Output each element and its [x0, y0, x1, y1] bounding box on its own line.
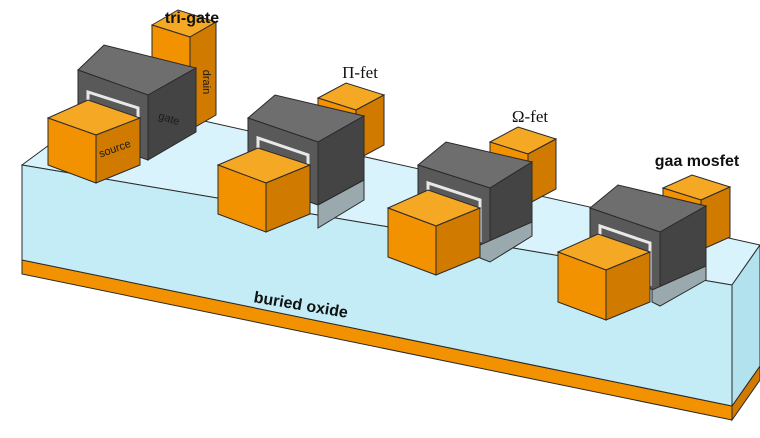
source-block-side: [95, 117, 141, 184]
pi-oxide-under-gate: [317, 179, 365, 229]
device-omega-fet: Ω-fet: [386, 107, 558, 276]
device-gaa-mosfet: gaa mosfet: [556, 153, 740, 321]
gaa-source-side: [605, 251, 651, 321]
substrate-side-face: [731, 244, 760, 408]
gate-side: [147, 67, 197, 161]
drain-label: drain: [200, 70, 212, 94]
pi-fet-label: Π-fet: [342, 63, 378, 82]
omega-source-side: [435, 207, 481, 276]
gaa-oxide-under-gate: [651, 265, 707, 307]
device-tri-gate: drain gate source tri-gate: [46, 9, 219, 184]
omega-fet-label: Ω-fet: [512, 107, 549, 126]
pi-source-side: [265, 164, 311, 233]
gaa-mosfet-label: gaa mosfet: [655, 153, 740, 170]
device-pi-fet: Π-fet: [216, 63, 386, 233]
tri-gate-label: tri-gate: [165, 10, 219, 27]
